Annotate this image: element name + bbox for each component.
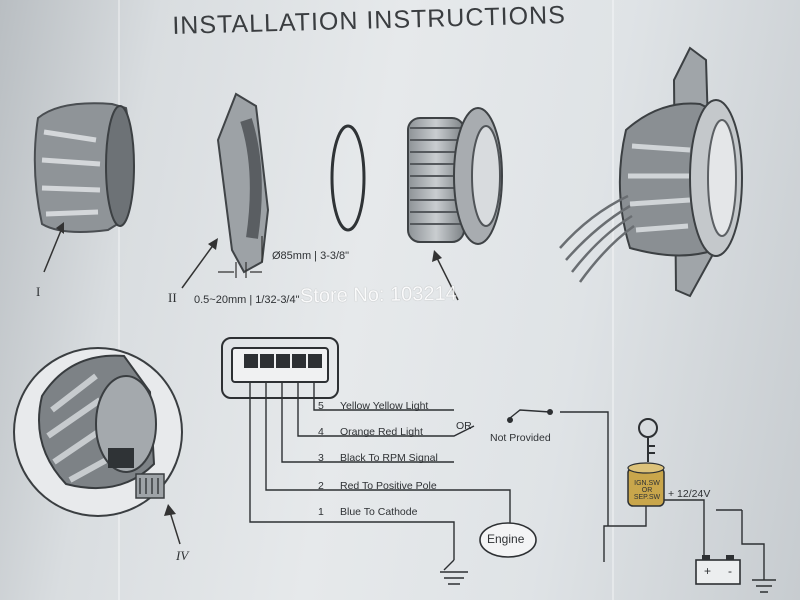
engine-label: Engine [487, 532, 525, 546]
bezel-part-i [33, 102, 135, 233]
ignition-switch-label: IGN.SW OR SEP.SW [633, 480, 661, 501]
wire-3-label: Black To RPM Signal [340, 452, 438, 464]
part-label-iv: IV [176, 548, 189, 563]
o-ring [330, 124, 366, 232]
wire-1-num: 1 [318, 506, 324, 518]
watermark: Store No: 103214 [299, 282, 457, 308]
wire-4-label: Orange Red Light [340, 426, 423, 438]
engine-symbol [479, 522, 537, 558]
wire-3-num: 3 [318, 452, 324, 464]
part-label-i: I [36, 284, 41, 299]
threaded-housing [407, 107, 503, 245]
wiring [249, 382, 776, 593]
not-provided-label: Not Provided [490, 432, 551, 444]
hole-dimension: Ø85mm | 3-3/8" [272, 250, 350, 262]
key-icon [638, 418, 658, 462]
wire-2-num: 2 [318, 480, 324, 492]
wire-5-num: 5 [318, 400, 324, 412]
connector [221, 337, 339, 399]
assembled-gauge [559, 46, 743, 298]
wire-1-label: Blue To Cathode [340, 506, 418, 518]
paper-fold [118, 0, 120, 600]
panel-thickness: 0.5~20mm | 1/32-3/4" [194, 294, 300, 306]
leader-line [43, 227, 63, 273]
ignition-switch [627, 462, 665, 507]
battery-icon [695, 555, 741, 585]
wire-4-num: 4 [318, 426, 324, 438]
or-label: OR [456, 420, 472, 432]
part-label-ii: II [168, 290, 177, 305]
rear-view-iv [13, 347, 183, 517]
panel-part-ii [216, 92, 270, 274]
supply-voltage: + 12/24V [668, 488, 711, 500]
paper-fold [612, 0, 614, 600]
battery-minus: - [728, 564, 732, 578]
wire-5-label: Yellow Yellow Light [340, 400, 429, 412]
battery-plus: + [704, 564, 712, 578]
wire-2-label: Red To Positive Pole [340, 480, 437, 492]
